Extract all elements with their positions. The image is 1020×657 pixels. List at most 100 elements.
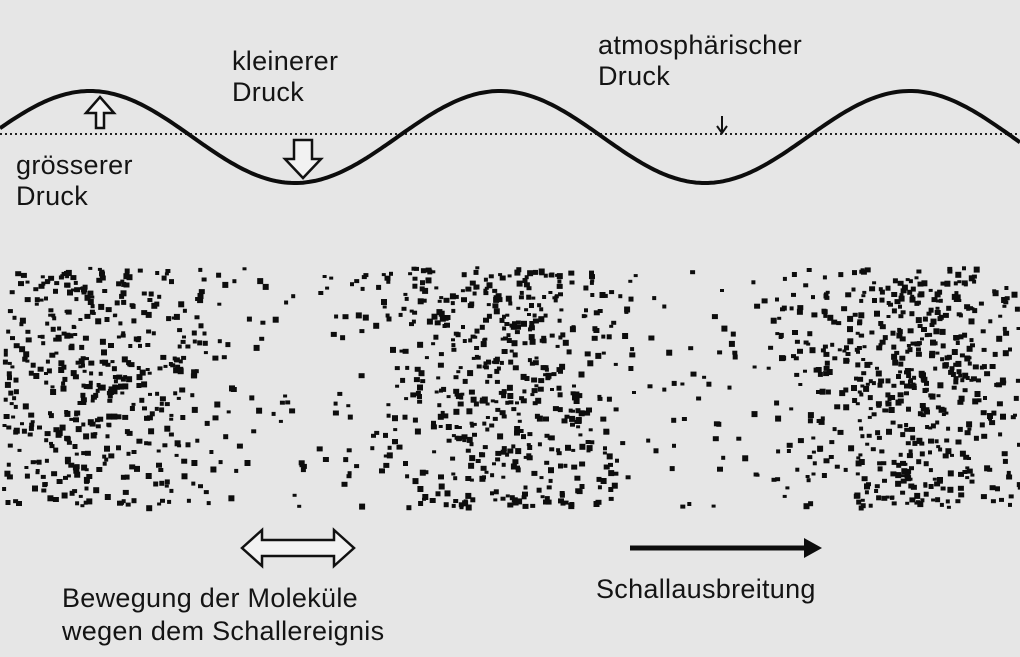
molecule-dot — [690, 270, 696, 275]
molecule-dot — [471, 356, 476, 360]
molecule-dot — [900, 474, 905, 478]
molecule-dot — [54, 281, 60, 286]
molecule-dot — [528, 327, 532, 332]
molecule-dot — [560, 332, 566, 338]
molecule-dot — [880, 450, 885, 454]
molecule-dot — [78, 358, 85, 365]
molecule-dot — [825, 290, 830, 294]
molecule-dot — [41, 281, 46, 286]
molecule-dot — [720, 289, 724, 292]
molecule-dot — [333, 401, 338, 406]
molecule-dot — [910, 294, 915, 298]
molecule-dot — [957, 426, 963, 432]
molecule-dot — [126, 360, 132, 366]
molecule-dot — [89, 421, 96, 427]
molecule-dot — [53, 337, 58, 342]
molecule-dot — [891, 344, 897, 350]
molecule-dot — [118, 321, 123, 326]
molecule-dot — [168, 362, 173, 366]
molecule-dot — [234, 468, 239, 473]
molecule-dot — [122, 414, 129, 420]
molecule-dot — [858, 334, 863, 338]
molecule-dot — [453, 476, 458, 481]
molecule-dot — [65, 309, 72, 315]
molecule-dot — [104, 445, 110, 452]
molecule-dot — [928, 468, 933, 473]
molecule-dot — [487, 374, 493, 379]
molecule-dot — [516, 306, 521, 310]
molecule-dot — [46, 279, 51, 283]
molecule-dot — [131, 498, 137, 504]
molecule-dot — [19, 317, 26, 324]
molecule-dot — [923, 491, 929, 497]
molecule-dot — [590, 440, 595, 445]
molecule-dot — [195, 438, 200, 443]
molecule-dot — [417, 384, 423, 391]
molecule-dot — [157, 502, 162, 506]
molecule-dot — [521, 434, 526, 440]
molecule-dot — [970, 473, 975, 477]
molecule-dot — [486, 303, 491, 307]
molecule-dot — [956, 369, 962, 375]
molecule-dot — [459, 505, 464, 510]
molecule-dot — [999, 497, 1004, 502]
molecule-dot — [6, 371, 12, 377]
molecule-dot — [370, 446, 375, 451]
molecule-dot — [430, 424, 437, 430]
molecule-dot — [90, 295, 95, 299]
molecule-dot — [924, 333, 929, 338]
molecule-dot — [438, 352, 444, 357]
molecule-dot — [897, 424, 903, 429]
molecule-dot — [957, 299, 962, 302]
molecule-dot — [156, 462, 162, 468]
molecule-dot — [501, 389, 507, 395]
molecule-dot — [197, 293, 204, 299]
molecule-dot — [99, 269, 105, 274]
molecule-dot — [538, 268, 545, 275]
molecule-dot — [468, 338, 473, 343]
molecule-dot — [74, 471, 81, 478]
molecule-dot — [526, 453, 532, 459]
molecule-dot — [210, 466, 217, 473]
molecule-dot — [578, 410, 585, 417]
molecule-dot — [942, 312, 949, 318]
molecule-dot — [1013, 413, 1017, 417]
molecule-dot — [891, 459, 897, 465]
molecule-dot — [114, 300, 120, 306]
molecule-dot — [417, 399, 423, 404]
molecule-dot — [916, 437, 923, 444]
molecule-dot — [393, 428, 398, 432]
molecule-dot — [412, 283, 418, 289]
molecule-dot — [544, 433, 550, 438]
molecule-dot — [897, 327, 902, 332]
molecule-dot — [935, 405, 941, 410]
molecule-dot — [911, 382, 916, 387]
molecule-dot — [159, 480, 165, 486]
molecule-dot — [45, 359, 50, 364]
molecule-dot — [529, 338, 536, 345]
molecule-dot — [500, 449, 507, 455]
molecule-dot — [544, 367, 549, 372]
molecule-dot — [867, 415, 872, 419]
molecule-dot — [970, 376, 977, 382]
molecule-dot — [600, 478, 607, 484]
molecule-dot — [191, 406, 198, 413]
molecule-dot — [958, 373, 963, 378]
molecule-dot — [337, 391, 343, 396]
molecule-dot — [944, 438, 950, 443]
molecule-dot — [470, 497, 476, 503]
molecule-dot — [299, 464, 304, 468]
molecule-dot — [141, 381, 148, 388]
molecule-dot — [807, 418, 813, 424]
molecule-dot — [878, 287, 883, 292]
molecule-dot — [490, 491, 494, 496]
molecule-dot — [403, 292, 408, 296]
molecule-dot — [820, 416, 825, 421]
molecule-dot — [611, 482, 618, 489]
molecule-dot — [662, 304, 667, 309]
molecule-dot — [8, 390, 14, 396]
molecule-dot — [806, 478, 811, 483]
molecule-dot — [29, 422, 35, 427]
molecule-dot — [406, 505, 412, 511]
molecule-dot — [442, 324, 447, 328]
